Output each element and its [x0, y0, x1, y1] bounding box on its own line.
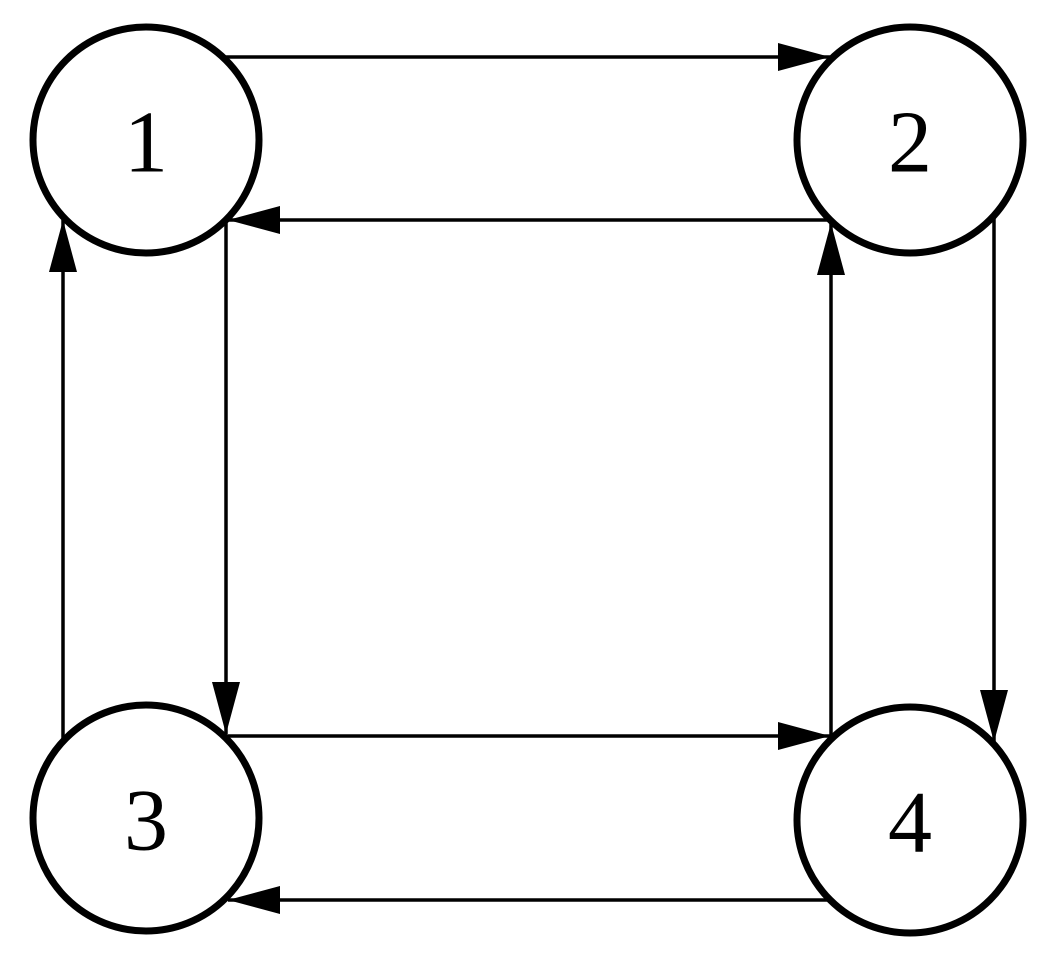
node-1-circle: [29, 23, 263, 257]
node-3: 3: [29, 701, 263, 935]
node-1-label: 1: [124, 95, 168, 192]
nodes-layer: 1 2 3 4: [29, 23, 1027, 937]
node-4-label: 4: [888, 775, 932, 872]
node-2-circle: [793, 23, 1027, 257]
node-3-circle: [29, 701, 263, 935]
node-3-label: 3: [124, 773, 168, 870]
node-4-circle: [793, 703, 1027, 937]
node-1: 1: [29, 23, 263, 257]
node-4: 4: [793, 703, 1027, 937]
node-2-label: 2: [888, 95, 932, 192]
node-2: 2: [793, 23, 1027, 257]
edges-layer: [49, 43, 1008, 914]
